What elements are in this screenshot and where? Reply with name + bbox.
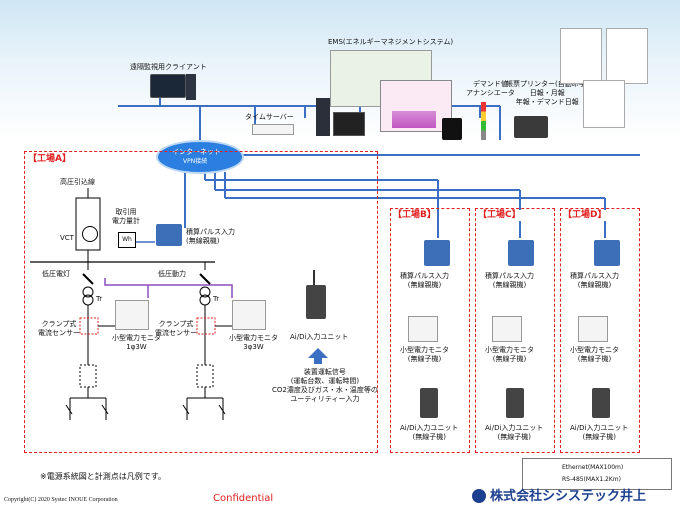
factory-d-box — [560, 208, 640, 453]
pulse-master-c-device[interactable] — [508, 240, 534, 266]
printer-icon — [514, 116, 548, 138]
copyright-text: Copyright(C) 2020 Systec INOUE Corporati… — [4, 497, 118, 503]
antenna-icon — [313, 270, 315, 285]
aid-c-device[interactable] — [506, 388, 524, 418]
internet-cloud[interactable] — [158, 142, 242, 172]
ct-sensor-1-label: クランプ式 電流センサー — [38, 320, 80, 337]
power-monitor-2[interactable] — [232, 300, 266, 330]
aid-b-device[interactable] — [420, 388, 438, 418]
pulse-master-b-device[interactable] — [424, 240, 450, 266]
power-monitor-1[interactable] — [115, 300, 149, 330]
aid-unit-a-device[interactable] — [306, 285, 326, 319]
pulse-master-a-label: 積算パルス入力 (無線親機) — [186, 228, 235, 245]
factory-a-box — [24, 151, 378, 453]
factory-b-box — [390, 208, 470, 453]
meter-label: 取引用 電力量計 — [112, 208, 140, 225]
remote-client-pc — [186, 74, 196, 100]
vct-label: VCT — [60, 234, 74, 242]
monitor-c-label: 小型電力モニタ (無線子機) — [485, 346, 534, 363]
aid-c-label: Ai/Di入力ユニット (無線子機) — [485, 424, 544, 441]
note-text: ※電源系統図と計測点は凡例です。 — [40, 472, 166, 481]
report-printer-label: 帳票プリンター(自動印字) 日報・月報 年報・デマンド日報 — [506, 80, 589, 106]
ems-laptop — [333, 112, 365, 136]
confidential-text: Confidential — [213, 493, 274, 504]
demand-annunciator-device — [442, 118, 462, 140]
legend-rs485-label: RS-485(MAX1.2Km) — [562, 476, 621, 483]
demand-annunciator-label: デマンド値 アナンシエータ — [466, 80, 515, 97]
signal-tower-icon — [481, 102, 486, 140]
hv-line-label: 高圧引込線 — [60, 178, 95, 186]
factory-c-tag: 【工場C】 — [477, 210, 522, 221]
report-sheet-1 — [560, 28, 602, 84]
aid-unit-a-label: Ai/Di入力ユニット — [290, 333, 349, 341]
lv-light-label: 低圧電灯 — [42, 270, 70, 278]
company-logo-icon — [472, 489, 486, 503]
monitor-d-label: 小型電力モニタ (無線子機) — [570, 346, 619, 363]
tr2-label: Tr — [213, 295, 220, 303]
aid-d-device[interactable] — [592, 388, 610, 418]
vpn-label: VPN接続 — [183, 158, 208, 165]
ems-pc-tower — [316, 98, 330, 136]
ct-sensor-2-label: クランプ式 電流センサー — [155, 320, 197, 337]
power-monitor-1-label: 小型電力モニタ 1φ3W — [112, 334, 161, 351]
vct-symbol — [82, 226, 98, 242]
signals-label: 装置運転信号 (運転台数、運転時間) CO2濃度及びガス・水・温度等の ユーティ… — [272, 368, 378, 403]
pulse-master-a-device[interactable] — [156, 224, 182, 246]
internet-label: インターネット — [172, 148, 221, 156]
factory-c-box — [475, 208, 555, 453]
time-server-label: タイムサーバー — [245, 113, 294, 121]
aid-b-label: Ai/Di入力ユニット (無線子機) — [400, 424, 459, 441]
pulse-master-b-label: 積算パルス入力 (無線親機) — [400, 272, 449, 289]
report-sheet-3 — [583, 80, 625, 128]
monitor-b-label: 小型電力モニタ (無線子機) — [400, 346, 449, 363]
pulse-master-c-label: 積算パルス入力 (無線親機) — [485, 272, 534, 289]
report-sheet-2 — [606, 28, 648, 84]
legend — [522, 458, 672, 490]
pulse-master-d-label: 積算パルス入力 (無線親機) — [570, 272, 619, 289]
factory-d-tag: 【工場D】 — [562, 210, 608, 221]
company-name: 株式会社シシステック井上 — [490, 489, 647, 504]
factory-b-tag: 【工場B】 — [392, 210, 437, 221]
pulse-master-d-device[interactable] — [594, 240, 620, 266]
remote-client-monitor[interactable] — [150, 74, 186, 98]
power-monitor-2-label: 小型電力モニタ 3φ3W — [229, 334, 278, 351]
ems-label: EMS(エネルギーマネジメントシステム) — [328, 38, 454, 46]
lv-power-label: 低圧動力 — [158, 270, 186, 278]
remote-client-label: 遠隔監視用クライアント — [130, 63, 207, 71]
aid-d-label: Ai/Di入力ユニット (無線子機) — [570, 424, 629, 441]
wh-meter: Wh — [118, 232, 136, 248]
legend-ethernet-label: Ethernet(MAX100m) — [562, 464, 624, 471]
monitor-d-device[interactable] — [578, 316, 608, 342]
factory-a-tag: 【工場A】 — [27, 154, 72, 165]
monitor-b-device[interactable] — [408, 316, 438, 342]
ems-chart-icon — [392, 100, 436, 128]
tr1-label: Tr — [96, 295, 103, 303]
time-server-device[interactable] — [252, 124, 294, 135]
monitor-c-device[interactable] — [492, 316, 522, 342]
